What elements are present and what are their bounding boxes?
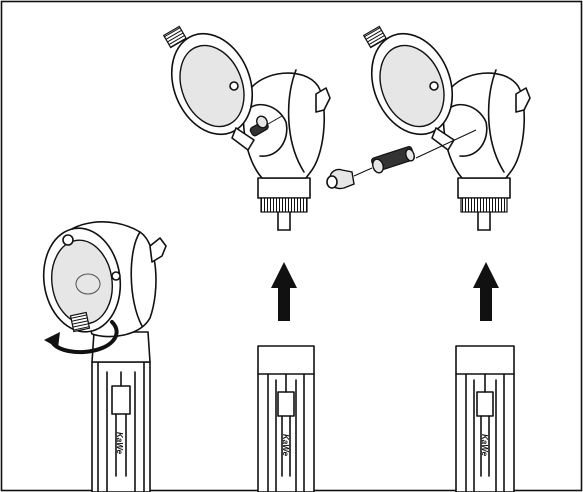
brand-label-right: KaWe [480, 434, 489, 457]
lid-grip-2 [362, 25, 388, 49]
lamp-in-head [249, 115, 269, 137]
handle-left: KaWe [91, 361, 151, 492]
brand-label-left: KaWe [115, 432, 124, 455]
magnifier-lens-1 [179, 44, 245, 128]
lamp-new [371, 146, 415, 174]
otoscope-head-open-2 [362, 25, 531, 231]
up-arrow-2 [473, 262, 499, 321]
otoscope-head-open-1 [162, 25, 331, 231]
lamp-cap-removed [326, 168, 355, 190]
brand-label-middle: KaWe [281, 434, 290, 457]
lid-grip-1 [162, 25, 188, 49]
otoscope-assembled: KaWe [42, 221, 167, 492]
handle-middle: KaWe [257, 345, 315, 492]
rotate-arrow [44, 320, 119, 355]
handle-right: KaWe [455, 345, 515, 492]
thread-2 [460, 197, 508, 213]
magnifier-lens-2 [379, 44, 445, 128]
lid-grip-left [69, 311, 91, 333]
up-arrow-1 [271, 262, 297, 321]
lamp-guide-line [353, 167, 373, 177]
thread-1 [260, 197, 308, 213]
